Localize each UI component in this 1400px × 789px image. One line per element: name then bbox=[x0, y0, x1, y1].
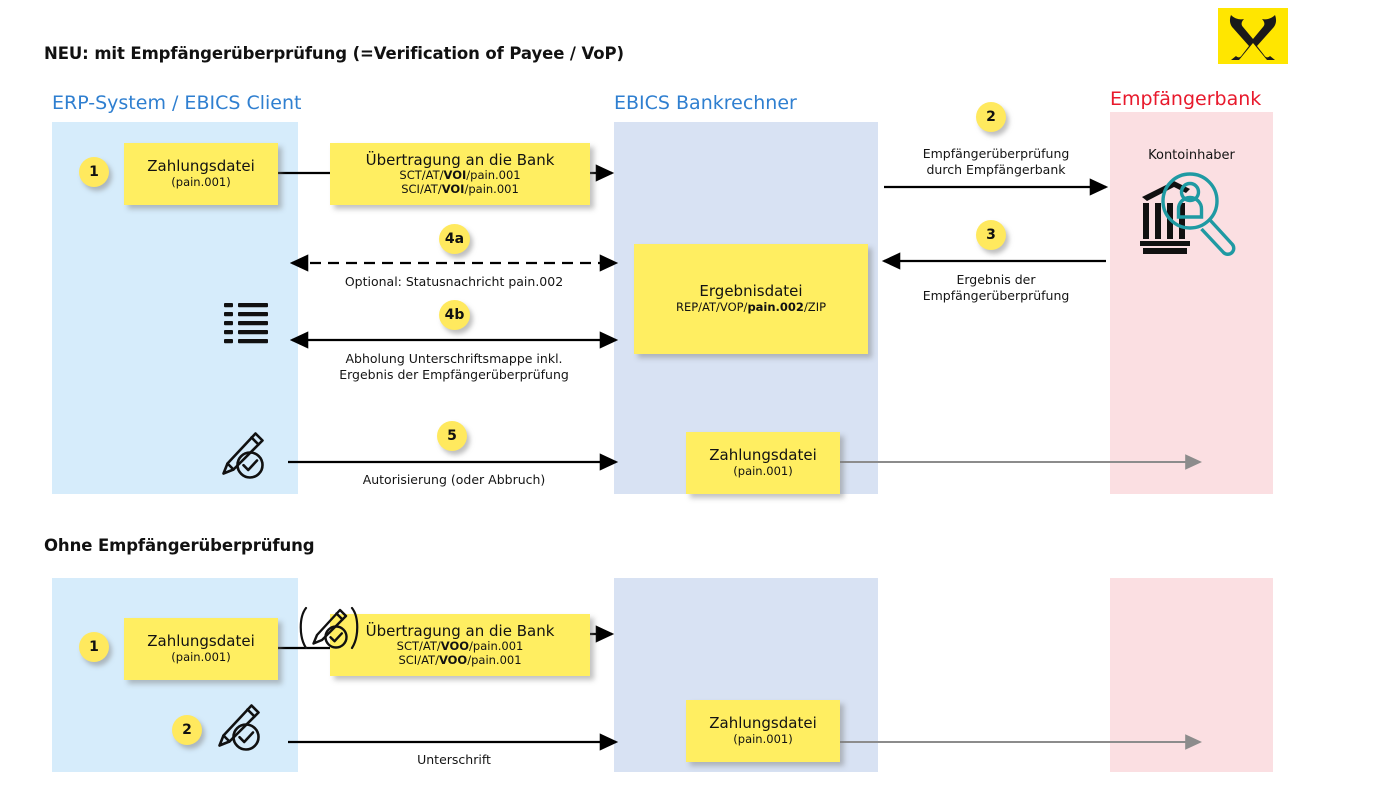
section-title-without-vop: Ohne Empfängerüberprüfung bbox=[44, 536, 315, 555]
caption-line: Empfängerüberprüfung bbox=[922, 146, 1070, 161]
caption-step-2: Empfängerüberprüfung durch Empfängerbank bbox=[886, 146, 1106, 178]
arrow-layer-section-1 bbox=[278, 164, 1202, 471]
note-zahlungsdatei-2: Zahlungsdatei (pain.001) bbox=[686, 432, 840, 494]
caption-line: Unterschrift bbox=[417, 752, 491, 767]
caption-line: Ergebnis der Empfängerüberprüfung bbox=[339, 367, 569, 382]
note-zahlungsdatei-3: Zahlungsdatei (pain.001) bbox=[124, 618, 278, 680]
caption-step-b2: Unterschrift bbox=[294, 752, 614, 768]
step-bubble-5: 5 bbox=[437, 421, 467, 451]
bank-magnifier-person-icon bbox=[1140, 168, 1252, 268]
note-line-sci: SCI/AT/VOO/pain.001 bbox=[398, 652, 522, 667]
pen-check-icon bbox=[212, 428, 272, 484]
note-title: Zahlungsdatei bbox=[709, 714, 817, 733]
note-title: Zahlungsdatei bbox=[147, 157, 255, 176]
caption-step-4b: Abholung Unterschriftsmappe inkl. Ergebn… bbox=[294, 351, 614, 383]
lane-caption-erp: ERP-System / EBICS Client bbox=[52, 92, 302, 114]
note-subtitle: (pain.001) bbox=[171, 175, 231, 190]
caption-line: Abholung Unterschriftsmappe inkl. bbox=[345, 351, 563, 366]
list-icon-glyph bbox=[224, 303, 268, 344]
step-bubble-3: 3 bbox=[976, 220, 1006, 250]
note-zahlungsdatei-4: Zahlungsdatei (pain.001) bbox=[686, 700, 840, 762]
step-bubble-4a: 4a bbox=[439, 224, 470, 254]
note-line-sct: SCT/AT/VOI/pain.001 bbox=[399, 168, 521, 183]
note-uebertragung-1: Übertragung an die Bank SCT/AT/VOI/pain.… bbox=[330, 143, 590, 205]
bank-magnifier-person-icon-glyph bbox=[1140, 172, 1236, 256]
note-title: Übertragung an die Bank bbox=[365, 150, 555, 169]
lane-caption-ebics: EBICS Bankrechner bbox=[614, 92, 797, 114]
note-ergebnisdatei: Ergebnisdatei REP/AT/VOP/pain.002/ZIP bbox=[634, 244, 868, 354]
note-title: Zahlungsdatei bbox=[147, 632, 255, 651]
step-bubble-2: 2 bbox=[976, 102, 1006, 132]
raiffeisen-gable-cross-logo bbox=[1218, 8, 1288, 64]
caption-line: Optional: Statusnachricht pain.002 bbox=[344, 274, 564, 289]
caption-line: durch Empfängerbank bbox=[926, 162, 1066, 177]
account-holder-label: Kontoinhaber bbox=[1148, 148, 1235, 163]
pen-check-parenthesis-icon-glyph bbox=[299, 606, 359, 650]
note-title: Zahlungsdatei bbox=[709, 446, 817, 465]
note-subtitle: (pain.001) bbox=[733, 732, 793, 747]
step-bubble-b1: 1 bbox=[79, 632, 109, 662]
note-title: Übertragung an die Bank bbox=[365, 621, 555, 640]
pen-check-icon-glyph bbox=[222, 432, 264, 479]
note-line-rep: REP/AT/VOP/pain.002/ZIP bbox=[675, 300, 827, 315]
note-line-sci: SCI/AT/VOI/pain.001 bbox=[401, 181, 519, 196]
caption-step-4a: Optional: Statusnachricht pain.002 bbox=[294, 274, 614, 290]
pen-check-parenthesis-icon bbox=[296, 604, 362, 656]
pen-check-icon-2-glyph bbox=[218, 704, 260, 751]
note-subtitle: (pain.001) bbox=[171, 650, 231, 665]
caption-line: Autorisierung (oder Abbruch) bbox=[362, 472, 546, 487]
note-subtitle: (pain.001) bbox=[733, 464, 793, 479]
caption-step-3: Ergebnis der Empfängerüberprüfung bbox=[886, 272, 1106, 304]
gable-cross-icon bbox=[1229, 15, 1277, 60]
note-title: Ergebnisdatei bbox=[699, 282, 803, 301]
lane-caption-bank: Empfängerbank bbox=[1110, 88, 1262, 110]
step-bubble-1: 1 bbox=[79, 157, 109, 187]
pen-check-icon-2 bbox=[208, 700, 268, 756]
note-line-sct: SCT/AT/VOO/pain.001 bbox=[396, 639, 524, 654]
caption-line: Ergebnis der bbox=[956, 272, 1036, 287]
caption-line: Empfängerüberprüfung bbox=[922, 288, 1070, 303]
section-title-with-vop: NEU: mit Empfängerüberprüfung (=Verifica… bbox=[44, 44, 624, 63]
note-zahlungsdatei-1: Zahlungsdatei (pain.001) bbox=[124, 143, 278, 205]
caption-step-5: Autorisierung (oder Abbruch) bbox=[294, 472, 614, 488]
list-icon bbox=[222, 300, 270, 348]
step-bubble-4b: 4b bbox=[439, 300, 470, 330]
note-uebertragung-2: Übertragung an die Bank SCT/AT/VOO/pain.… bbox=[330, 614, 590, 676]
step-bubble-b2: 2 bbox=[172, 715, 202, 745]
